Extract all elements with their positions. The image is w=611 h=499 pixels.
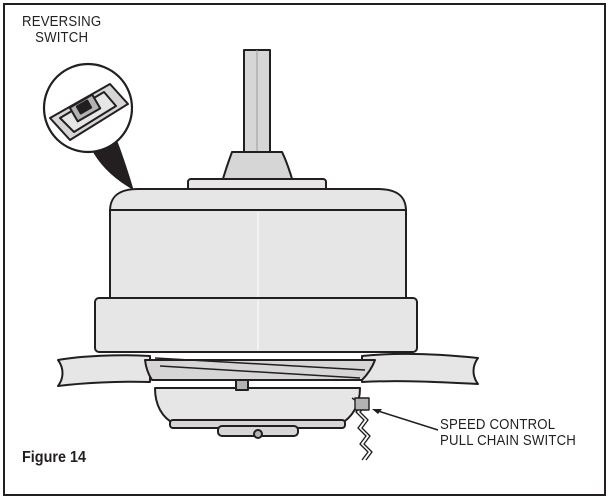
reversing-switch-closeup xyxy=(49,83,129,141)
speed-control-label-line1: SPEED CONTROL xyxy=(440,416,556,433)
speed-control-leader-line xyxy=(374,409,439,431)
figure-caption: Figure 14 xyxy=(22,449,87,466)
blade-left xyxy=(57,354,151,387)
motor-housing-top xyxy=(109,188,407,212)
motor-lower-ring xyxy=(94,297,418,353)
motor-collar xyxy=(221,151,294,183)
reversing-switch-label-line1: REVERSING xyxy=(22,13,102,30)
speed-control-label-line2: PULL CHAIN SWITCH xyxy=(440,432,576,449)
speed-control-label: SPEED CONTROL PULL CHAIN SWITCH xyxy=(440,417,576,449)
switch-housing xyxy=(154,387,361,425)
reversing-switch-label: REVERSING SWITCH xyxy=(22,14,101,46)
reversing-switch-label-line2: SWITCH xyxy=(35,29,89,46)
blade-right xyxy=(361,352,479,385)
